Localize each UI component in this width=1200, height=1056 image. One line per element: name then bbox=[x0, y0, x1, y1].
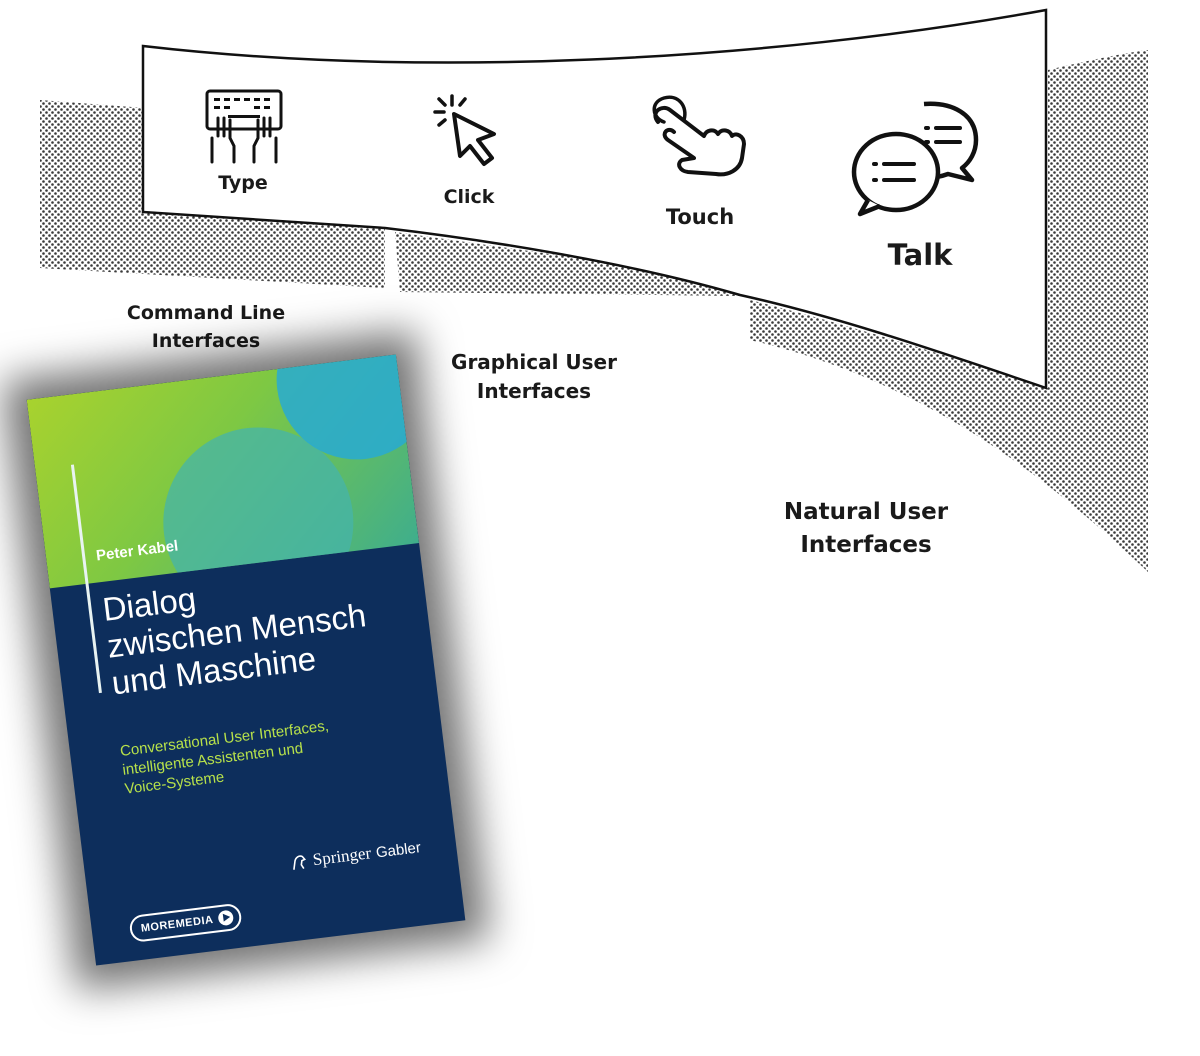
touch-hand-icon bbox=[652, 95, 746, 177]
book-title: Dialog zwischen Mensch und Maschine bbox=[101, 554, 422, 702]
moremedia-label: MOREMEDIA bbox=[140, 913, 215, 935]
mode-label-click: Click bbox=[443, 186, 495, 208]
era-label-nui: Natural User Interfaces bbox=[756, 496, 976, 563]
springer-horse-icon bbox=[293, 855, 307, 870]
mode-label-type: Type bbox=[218, 172, 268, 194]
halftone-segment-gui bbox=[395, 232, 740, 296]
cursor-click-icon bbox=[433, 94, 496, 166]
mode-label-talk: Talk bbox=[887, 238, 953, 272]
moremedia-badge: MOREMEDIA bbox=[128, 902, 243, 944]
book-subtitle: Conversational User Interfaces, intellig… bbox=[119, 707, 424, 799]
mode-label-touch: Touch bbox=[665, 205, 735, 229]
keyboard-hands-icon bbox=[205, 89, 283, 164]
book-cover-face: Peter Kabel Dialog zwischen Mensch und M… bbox=[26, 354, 466, 966]
halftone-segment-cli bbox=[40, 100, 385, 288]
play-icon bbox=[217, 909, 235, 927]
white-band bbox=[141, 8, 1048, 390]
era-label-nui-line2: Interfaces bbox=[800, 532, 932, 559]
era-label-gui-line2: Interfaces bbox=[476, 379, 592, 403]
era-label-cli-line1: Command Line bbox=[126, 302, 286, 324]
publisher-name: Springer bbox=[311, 843, 373, 870]
publisher-imprint: Gabler bbox=[374, 838, 422, 862]
halftone-segment-nui bbox=[750, 50, 1148, 572]
publisher-logo: Springer Gabler bbox=[289, 837, 422, 873]
era-label-gui: Graphical User Interfaces bbox=[432, 348, 636, 406]
era-label-cli-line2: Interfaces bbox=[151, 329, 261, 352]
era-label-gui-line1: Graphical User bbox=[451, 350, 617, 374]
era-label-nui-line1: Natural User bbox=[783, 499, 949, 525]
speech-bubbles-icon bbox=[851, 101, 979, 217]
book-cover: Peter Kabel Dialog zwischen Mensch und M… bbox=[26, 354, 466, 966]
era-label-cli: Command Line Interfaces bbox=[112, 300, 300, 355]
